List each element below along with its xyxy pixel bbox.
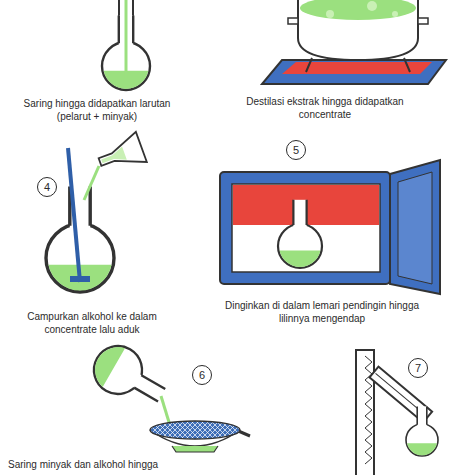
filter-flask	[102, 0, 150, 90]
step-caption: Campurkan alkohol ke dalam concentrate l…	[6, 310, 178, 336]
step-caption: Saring minyak dan alkohol hingga	[8, 458, 158, 471]
heating-pot	[262, 0, 446, 84]
callout-number: 6	[192, 365, 212, 385]
distillation-column	[356, 350, 438, 475]
callout-number: 7	[408, 358, 428, 378]
step-caption: Destilasi ekstrak hingga didapatkan conc…	[230, 95, 420, 121]
fridge	[220, 160, 440, 294]
step-caption: Saring hingga didapatkan larutan (pelaru…	[11, 97, 183, 123]
step-caption: Dinginkan di dalam lemari pendingin hing…	[222, 299, 422, 325]
mixing-flask	[46, 132, 147, 292]
callout-number: 5	[286, 140, 306, 160]
sieve	[85, 337, 250, 452]
callout-number: 4	[37, 177, 57, 197]
